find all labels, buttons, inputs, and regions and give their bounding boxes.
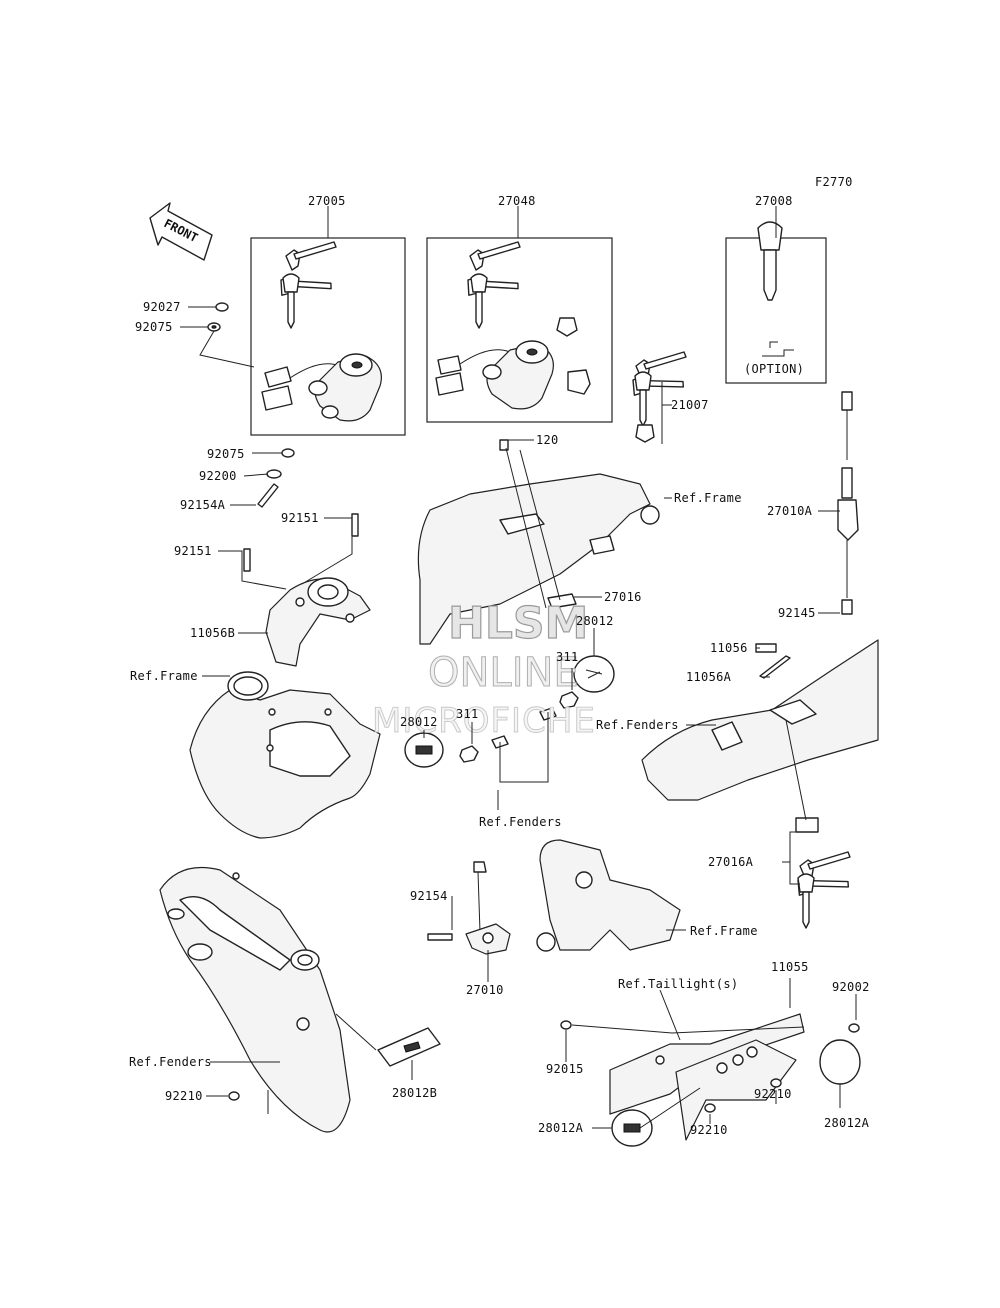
label-ref-frame-left: Ref.Frame: [130, 669, 198, 683]
washer-92200: [266, 469, 282, 479]
rear-fender-ref: [159, 866, 351, 1133]
nut-92210-mid: [770, 1078, 782, 1088]
label-27048: 27048: [498, 194, 536, 208]
label-92015: 92015: [546, 1062, 584, 1076]
label-11056A: 11056A: [686, 670, 732, 684]
reflector-28012B: [377, 1027, 441, 1067]
bracket-11056B: [265, 577, 371, 667]
screw-120: [499, 439, 509, 451]
option-note: (OPTION): [744, 362, 804, 376]
bolt-92151-b: [243, 548, 251, 572]
label-ref-taillights: Ref.Taillight(s): [618, 977, 738, 991]
label-92075-top: 92075: [135, 320, 173, 334]
bolt-92154: [427, 933, 453, 941]
label-11055: 11055: [771, 960, 809, 974]
washer-92075-top: [207, 322, 221, 332]
label-27016: 27016: [604, 590, 642, 604]
label-92210-mid: 92210: [754, 1087, 792, 1101]
leader-lines: [180, 206, 857, 1129]
ignition-switch-27005: [261, 353, 382, 422]
nut-92210-low: [704, 1103, 716, 1113]
washer-92075-bottom: [281, 448, 295, 458]
key-27008: [757, 221, 794, 357]
label-ref-fenders-rear: Ref.Fenders: [129, 1055, 212, 1069]
label-11056: 11056: [710, 641, 748, 655]
label-92154A: 92154A: [180, 498, 226, 512]
label-92154: 92154: [410, 889, 448, 903]
label-21007: 21007: [671, 398, 709, 412]
label-92027: 92027: [143, 300, 181, 314]
label-28012-right: 28012: [576, 614, 614, 628]
nut-311-a: [559, 691, 579, 709]
label-92151-b: 92151: [174, 544, 212, 558]
switch-27010A: [837, 391, 859, 615]
key-set-27005: [275, 241, 337, 329]
bolt-92151-a: [351, 513, 359, 537]
nut-92002: [848, 1023, 860, 1033]
label-92002: 92002: [832, 980, 870, 994]
taillight-bracket-11055: [609, 1013, 805, 1141]
label-ref-frame-top: Ref.Frame: [674, 491, 742, 505]
svg-text:MICROFICHE: MICROFICHE: [372, 701, 596, 741]
label-92210-low: 92210: [690, 1123, 728, 1137]
label-311-b: 311: [456, 707, 479, 721]
nut-92015: [560, 1020, 572, 1030]
label-92210-left: 92210: [165, 1089, 203, 1103]
label-11056B: 11056B: [190, 626, 235, 640]
svg-text:ONLINE: ONLINE: [428, 650, 579, 696]
label-27008: 27008: [755, 194, 793, 208]
label-311-a: 311: [556, 650, 579, 664]
label-28012-left: 28012: [400, 715, 438, 729]
label-120: 120: [536, 433, 559, 447]
label-ref-fenders-center: Ref.Fenders: [479, 815, 562, 829]
label-28012A-left: 28012A: [538, 1121, 584, 1135]
label-ref-fenders-right: Ref.Fenders: [596, 718, 679, 732]
label-27005: 27005: [308, 194, 346, 208]
reflector-28012A-right: [819, 1039, 861, 1085]
label-28012B: 28012B: [392, 1086, 437, 1100]
key-set-21007: [627, 351, 687, 443]
reflector-28012A-left: [611, 1109, 653, 1147]
label-27016A: 27016A: [708, 855, 754, 869]
front-arrow-icon: FRONT: [149, 202, 213, 261]
watermark: HLSM ONLINE MICROFICHE: [372, 597, 596, 741]
washer-92027: [215, 302, 229, 312]
nut-311-b: [459, 745, 479, 763]
key-set-27016A: [792, 817, 851, 929]
label-ref-frame-bottom: Ref.Frame: [690, 924, 758, 938]
figure-code: F2770: [815, 175, 853, 189]
frame-left-ref: [189, 671, 381, 839]
grommet-28012-right: [573, 655, 615, 693]
clamp-11056: [755, 643, 777, 653]
label-92145: 92145: [778, 606, 816, 620]
frame-bottom-ref: [536, 839, 681, 952]
switch-27010: [465, 861, 511, 955]
ignition-switch-27048: [435, 340, 554, 410]
label-92075-bottom: 92075: [207, 447, 245, 461]
fender-right-ref: [641, 639, 879, 801]
label-27010: 27010: [466, 983, 504, 997]
label-28012A-right: 28012A: [824, 1116, 870, 1130]
bolt-92154A: [257, 483, 279, 508]
key-set-27048: [462, 241, 591, 395]
nut-92210-left: [228, 1091, 240, 1101]
svg-text:HLSM: HLSM: [448, 598, 588, 649]
label-92200: 92200: [199, 469, 237, 483]
label-27010A: 27010A: [767, 504, 813, 518]
label-92151-a: 92151: [281, 511, 319, 525]
part-labels: F2770 27005 27048 27008 92027 92075 9207…: [129, 175, 870, 1137]
wire-11056A: [759, 655, 791, 679]
kit-box-27048: [426, 237, 613, 423]
